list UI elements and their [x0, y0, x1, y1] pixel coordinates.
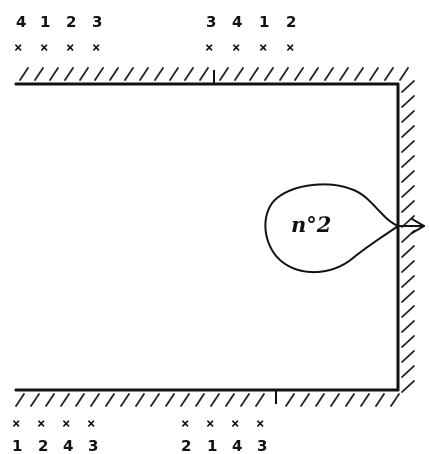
top-right-number-2: 4: [232, 13, 242, 31]
bottom-right-number-3: 4: [232, 437, 242, 454]
balloon-label: n°2: [291, 212, 331, 237]
top-left-mark-3: ×: [66, 40, 74, 56]
right-wall: [396, 80, 415, 393]
bottom-right-mark-4: ×: [256, 416, 264, 432]
bottom-right-number-1: 2: [181, 437, 191, 454]
bottom-right-number-2: 1: [207, 437, 217, 454]
top-left-number-2: 1: [40, 13, 50, 31]
bottom-left-mark-1: ×: [12, 416, 20, 432]
bottom-left-number-2: 2: [38, 437, 48, 454]
bottom-left-mark-2: ×: [37, 416, 45, 432]
bottom-left-number-4: 3: [88, 437, 98, 454]
top-left-number-1: 4: [16, 13, 26, 31]
top-left-mark-1: ×: [14, 40, 22, 56]
top-right-mark-1: ×: [205, 40, 213, 56]
bottom-left-label-group: × × × × 1 2 4 3: [12, 416, 98, 454]
bottom-right-mark-1: ×: [181, 416, 189, 432]
bottom-left-mark-3: ×: [62, 416, 70, 432]
bottom-left-mark-4: ×: [87, 416, 95, 432]
bottom-left-number-3: 4: [63, 437, 73, 454]
bottom-right-mark-2: ×: [206, 416, 214, 432]
top-right-mark-3: ×: [259, 40, 267, 56]
bottom-right-label-group: × × × × 2 1 4 3: [181, 416, 267, 454]
bottom-wall: [14, 388, 400, 407]
top-right-label-group: 3 4 1 2 × × × ×: [205, 13, 296, 56]
bottom-right-mark-3: ×: [231, 416, 239, 432]
bottom-left-number-1: 1: [12, 437, 22, 454]
top-left-number-3: 2: [66, 13, 76, 31]
top-wall: [14, 67, 409, 86]
top-left-label-group: 4 1 2 3 × × × ×: [14, 13, 102, 56]
top-right-number-3: 1: [259, 13, 269, 31]
top-right-number-1: 3: [206, 13, 216, 31]
callout-balloon: n°2: [264, 183, 425, 274]
top-right-mark-4: ×: [286, 40, 294, 56]
top-right-number-4: 2: [286, 13, 296, 31]
top-left-mark-2: ×: [40, 40, 48, 56]
top-right-mark-2: ×: [232, 40, 240, 56]
bottom-right-number-4: 3: [257, 437, 267, 454]
top-left-number-4: 3: [92, 13, 102, 31]
top-left-mark-4: ×: [92, 40, 100, 56]
